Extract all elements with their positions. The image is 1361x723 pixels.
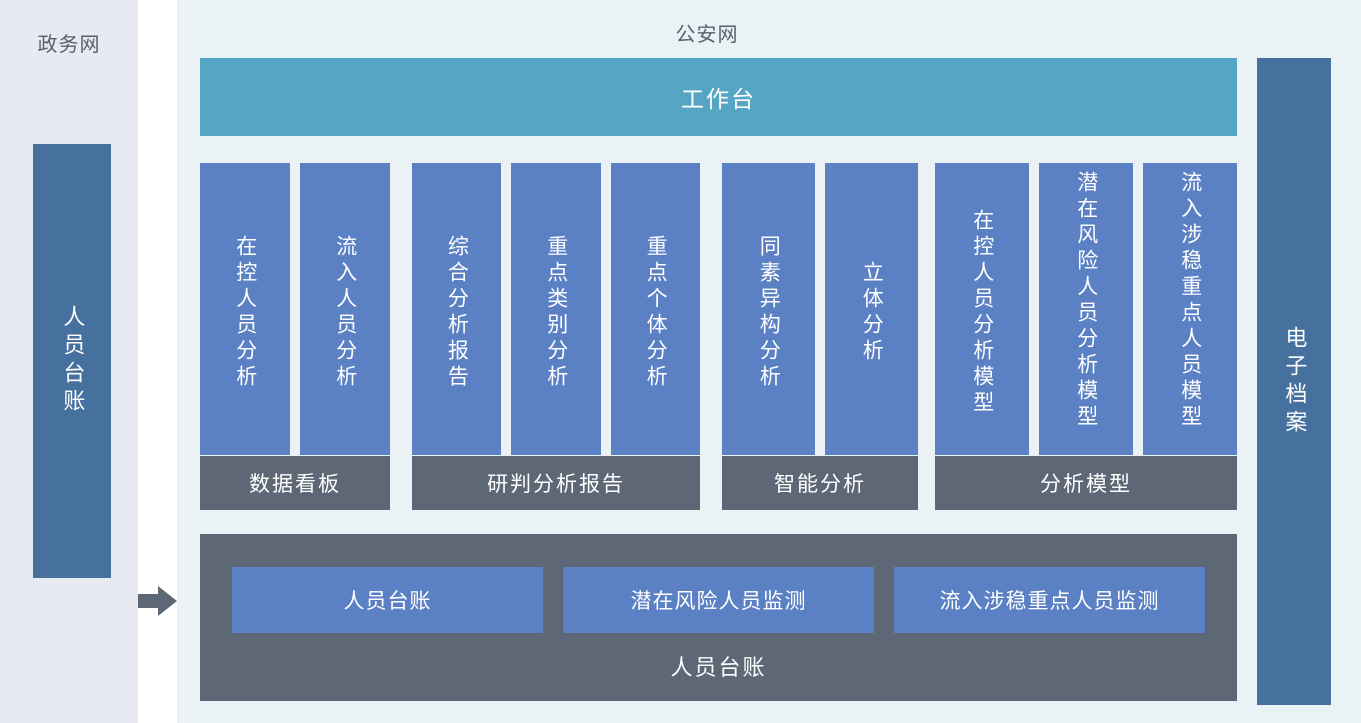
group-footer: 研判分析报告 bbox=[412, 456, 700, 510]
card-item[interactable]: 流入人员分析 bbox=[300, 163, 390, 455]
card-item[interactable]: 在控人员分析模型 bbox=[935, 163, 1029, 455]
public-security-network-zone: 公安网 工作台 在控人员分析 流入人员分析 数据看板 bbox=[177, 0, 1361, 723]
card-label: 综合分析报告 bbox=[445, 235, 469, 391]
card-item[interactable]: 综合分析报告 bbox=[412, 163, 502, 455]
ledger-tiles: 人员台账 潜在风险人员监测 流入涉稳重点人员监测 bbox=[232, 567, 1205, 633]
group-cards: 在控人员分析 流入人员分析 bbox=[200, 163, 390, 455]
card-label: 流入涉稳重点人员模型 bbox=[1178, 171, 1202, 431]
ledger-tile[interactable]: 人员台账 bbox=[232, 567, 543, 633]
group-footer-label: 智能分析 bbox=[774, 473, 866, 496]
group-cards: 同素异构分析 立体分析 bbox=[722, 163, 918, 455]
card-label: 潜在风险人员分析模型 bbox=[1074, 171, 1098, 431]
card-label: 重点类别分析 bbox=[544, 235, 568, 391]
card-item[interactable]: 重点个体分析 bbox=[610, 163, 700, 455]
arrow-right-icon bbox=[138, 585, 178, 617]
card-item[interactable]: 立体分析 bbox=[825, 163, 918, 455]
personnel-ledger-source-card[interactable]: 人员台账 bbox=[33, 144, 111, 578]
ledger-tile[interactable]: 流入涉稳重点人员监测 bbox=[894, 567, 1205, 633]
workbench-bar[interactable]: 工作台 bbox=[200, 58, 1237, 136]
group-footer-label: 研判分析报告 bbox=[487, 473, 625, 496]
ledger-tile-label: 人员台账 bbox=[343, 590, 432, 613]
group-footer-label: 分析模型 bbox=[1040, 473, 1132, 496]
electronic-archive-label: 电子档案 bbox=[1282, 325, 1308, 438]
card-label: 流入人员分析 bbox=[333, 235, 357, 391]
ledger-tile-label: 潜在风险人员监测 bbox=[630, 590, 807, 613]
card-label: 在控人员分析 bbox=[233, 235, 257, 391]
workbench-label: 工作台 bbox=[681, 86, 756, 112]
group-data-dashboard: 在控人员分析 流入人员分析 数据看板 bbox=[200, 163, 390, 510]
group-intelligent-analysis: 同素异构分析 立体分析 智能分析 bbox=[722, 163, 918, 510]
card-label: 在控人员分析模型 bbox=[970, 209, 994, 417]
group-judgment-analysis-report: 综合分析报告 重点类别分析 重点个体分析 研判分析报告 bbox=[412, 163, 700, 510]
card-item[interactable]: 重点类别分析 bbox=[511, 163, 601, 455]
ledger-footer: 人员台账 bbox=[200, 646, 1237, 686]
personnel-ledger-panel: 人员台账 潜在风险人员监测 流入涉稳重点人员监测 人员台账 bbox=[200, 534, 1237, 701]
government-network-zone: 政务网 人员台账 bbox=[0, 0, 138, 723]
group-analysis-model: 在控人员分析模型 潜在风险人员分析模型 流入涉稳重点人员模型 分析模型 bbox=[935, 163, 1237, 510]
card-label: 立体分析 bbox=[860, 261, 884, 365]
card-label: 重点个体分析 bbox=[644, 235, 668, 391]
analysis-groups: 在控人员分析 流入人员分析 数据看板 综合分析报告 重点类别 bbox=[200, 163, 1237, 510]
group-footer: 智能分析 bbox=[722, 456, 918, 510]
ledger-tile-label: 流入涉稳重点人员监测 bbox=[939, 590, 1160, 613]
government-network-title: 政务网 bbox=[37, 34, 101, 56]
group-footer: 分析模型 bbox=[935, 456, 1237, 510]
group-cards: 综合分析报告 重点类别分析 重点个体分析 bbox=[412, 163, 700, 455]
group-cards: 在控人员分析模型 潜在风险人员分析模型 流入涉稳重点人员模型 bbox=[935, 163, 1237, 455]
ledger-footer-label: 人员台账 bbox=[670, 655, 767, 680]
personnel-ledger-source-label: 人员台账 bbox=[60, 305, 86, 417]
card-item[interactable]: 潜在风险人员分析模型 bbox=[1039, 163, 1133, 455]
ledger-tile[interactable]: 潜在风险人员监测 bbox=[563, 567, 874, 633]
group-footer-label: 数据看板 bbox=[249, 473, 341, 496]
group-footer: 数据看板 bbox=[200, 456, 390, 510]
card-item[interactable]: 流入涉稳重点人员模型 bbox=[1143, 163, 1237, 455]
electronic-archive-card[interactable]: 电子档案 bbox=[1257, 58, 1331, 705]
card-item[interactable]: 同素异构分析 bbox=[722, 163, 815, 455]
card-item[interactable]: 在控人员分析 bbox=[200, 163, 290, 455]
card-label: 同素异构分析 bbox=[757, 235, 781, 391]
public-security-network-title: 公安网 bbox=[675, 24, 739, 46]
